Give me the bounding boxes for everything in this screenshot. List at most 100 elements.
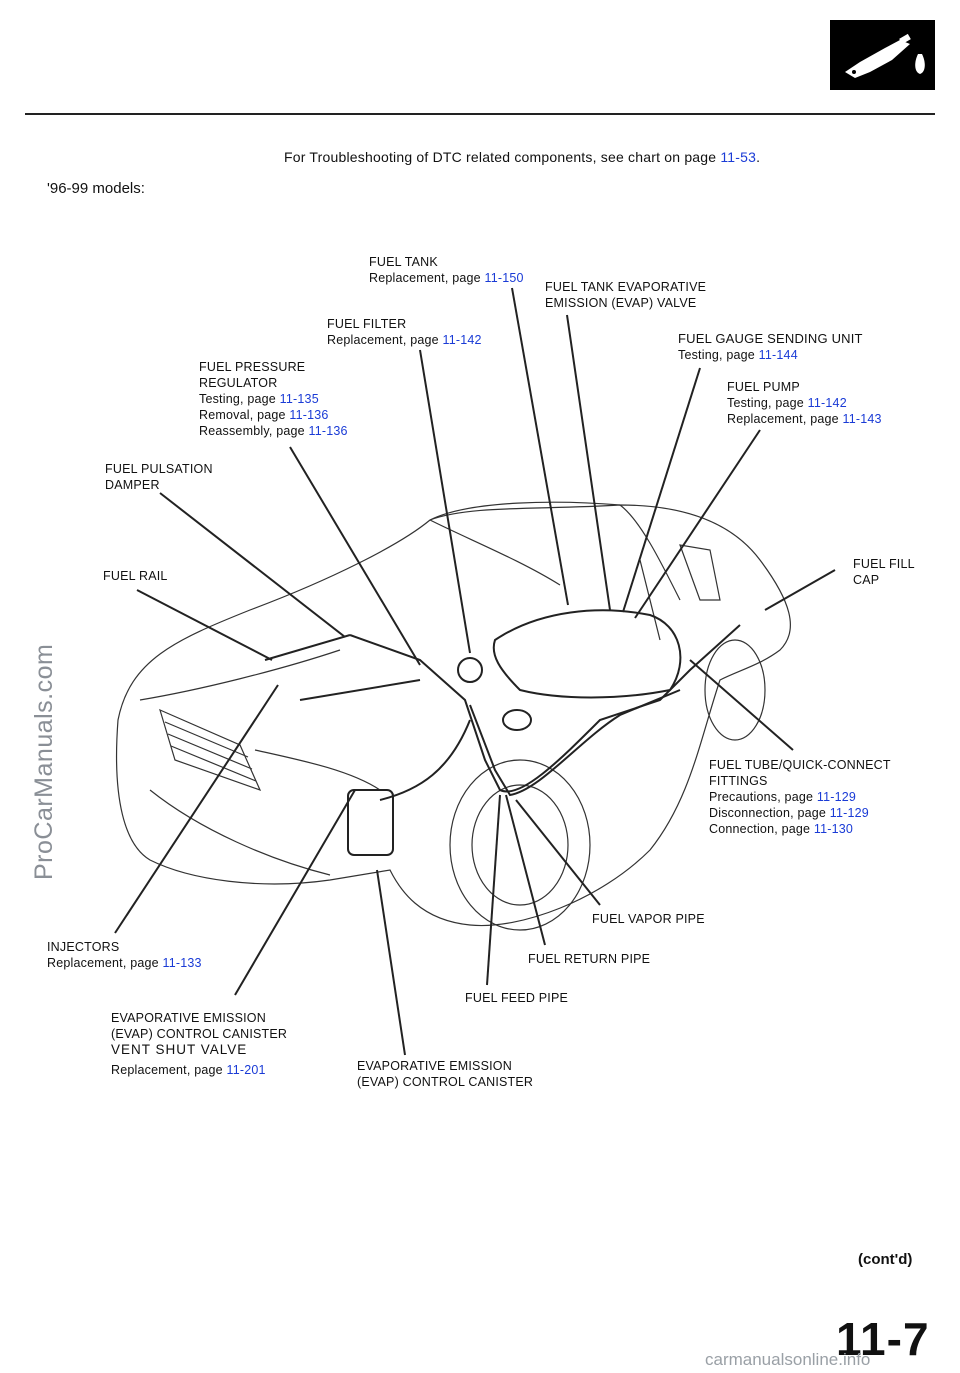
watermark-text: ProCarManuals.com	[30, 643, 58, 880]
page-link-dtc-chart[interactable]: 11-53	[720, 149, 757, 165]
hood-line	[139, 649, 341, 701]
canister-label: EVAPORATIVE EMISSION (EVAP) CONTROL CANI…	[357, 1058, 533, 1090]
page-number: 11-7	[836, 1313, 930, 1365]
leader-pump	[634, 429, 761, 619]
leader-injectors	[114, 684, 279, 934]
page-link-fuel-filter[interactable]: 11-142	[442, 333, 482, 347]
door-line	[639, 559, 661, 641]
fuel-line-main	[349, 624, 741, 793]
leader-filter	[419, 349, 471, 654]
roof-line	[429, 501, 621, 521]
leader-gauge	[622, 367, 701, 613]
front-wheel-inner	[471, 784, 569, 906]
pressure-regulator-label: FUEL PRESSURE REGULATOR Testing, page 11…	[199, 359, 348, 439]
page-link-fuel-tank[interactable]: 11-150	[484, 271, 524, 285]
fuel-pump-title: FUEL PUMP	[727, 380, 800, 394]
leader-return	[505, 794, 546, 946]
fittings-disconnection: Disconnection, page	[709, 806, 827, 820]
fuel-tank-label: FUEL TANK Replacement, page 11-150	[369, 254, 524, 286]
pressure-reg-title2: REGULATOR	[199, 376, 278, 390]
fuel-tank-title: FUEL TANK	[369, 255, 438, 269]
return-pipe-label: FUEL RETURN PIPE	[528, 952, 651, 966]
injectors-title: INJECTORS	[47, 940, 120, 954]
fittings-title2: FITTINGS	[709, 774, 768, 788]
fuel-filter-label: FUEL FILTER Replacement, page 11-142	[327, 316, 482, 348]
car-body-outline	[115, 504, 791, 927]
page-link-reg-removal[interactable]: 11-136	[289, 408, 329, 422]
page-link-fittings-disconnection[interactable]: 11-129	[829, 806, 869, 820]
gauge-unit-label: FUEL GAUGE SENDING UNIT Testing, page 11…	[678, 331, 863, 363]
page-link-injectors[interactable]: 11-133	[162, 956, 202, 970]
page-link-pump-replacement[interactable]: 11-143	[842, 412, 882, 426]
leader-canister	[376, 869, 406, 1056]
fittings-precautions: Precautions, page	[709, 790, 814, 804]
pressure-reg-title1: FUEL PRESSURE	[199, 360, 306, 374]
leader-pressure-reg	[289, 446, 421, 666]
page-link-fittings-precautions[interactable]: 11-129	[816, 790, 857, 804]
fuel-tank	[492, 609, 682, 699]
canister-body	[347, 789, 394, 856]
page-link-shut-valve[interactable]: 11-201	[226, 1063, 266, 1077]
page-link-reg-reassembly[interactable]: 11-136	[308, 424, 348, 438]
shut-valve-line: Replacement, page	[111, 1063, 223, 1077]
fuel-nozzle-icon	[845, 33, 925, 78]
fittings-connection: Connection, page	[709, 822, 811, 836]
leader-rail	[136, 589, 273, 661]
header-rule	[25, 113, 935, 115]
leader-evap-valve	[566, 314, 611, 611]
fill-cap-label: FUEL FILL CAP	[853, 556, 915, 588]
rear-wheel	[704, 639, 766, 741]
shut-valve-label: EVAPORATIVE EMISSION (EVAP) CONTROL CANI…	[111, 1010, 287, 1078]
leader-tank	[511, 287, 569, 606]
fill-cap-title2: CAP	[853, 573, 880, 587]
troubleshooting-note: For Troubleshooting of DTC related compo…	[284, 149, 760, 165]
fuel-rail-label: FUEL RAIL	[103, 569, 168, 583]
fittings-title1: FUEL TUBE/QUICK-CONNECT	[709, 758, 891, 772]
models-heading: '96-99 models:	[47, 180, 145, 197]
canister-title2: (EVAP) CONTROL CANISTER	[357, 1075, 534, 1089]
rear-window	[619, 504, 681, 601]
leader-pulsation	[159, 492, 346, 638]
leader-fittings	[689, 659, 794, 751]
leader-feed	[486, 794, 501, 986]
grille	[159, 708, 262, 792]
shut-valve-title3: VENT SHUT VALVE	[111, 1042, 248, 1057]
page-link-fittings-connection[interactable]: 11-130	[813, 822, 854, 836]
feed-pipe-label: FUEL FEED PIPE	[465, 991, 569, 1005]
headlight	[254, 749, 381, 791]
pressure-reg-testing: Testing, page	[199, 392, 276, 406]
shut-valve-title2: (EVAP) CONTROL CANISTER	[111, 1027, 288, 1041]
pressure-reg-removal: Removal, page	[199, 408, 286, 422]
continued-label: (cont'd)	[858, 1251, 913, 1268]
pulsation-title2: DAMPER	[105, 478, 160, 492]
vent-valve-body	[502, 709, 532, 731]
site-footer: carmanualsonline.info	[705, 1350, 871, 1369]
fuel-line-second	[469, 689, 681, 797]
fuel-tank-line: Replacement, page	[369, 271, 481, 285]
evap-valve-title2: EMISSION (EVAP) VALVE	[545, 296, 697, 310]
fuel-pump-label: FUEL PUMP Testing, page 11-142 Replaceme…	[727, 379, 882, 427]
page-link-reg-testing[interactable]: 11-135	[279, 392, 319, 406]
fuel-filter-line: Replacement, page	[327, 333, 439, 347]
leader-shut-valve	[234, 789, 356, 996]
filter-body	[457, 657, 483, 683]
canister-line	[379, 719, 471, 801]
injectors-line: Replacement, page	[47, 956, 159, 970]
fuel-rail-upper	[264, 634, 351, 661]
windshield	[429, 519, 561, 586]
page-link-gauge-unit[interactable]: 11-144	[758, 348, 798, 362]
page-link-pump-testing[interactable]: 11-142	[807, 396, 847, 410]
fuel-pump-testing: Testing, page	[727, 396, 804, 410]
evap-valve-title1: FUEL TANK EVAPORATIVE	[545, 280, 707, 294]
shut-valve-title1: EVAPORATIVE EMISSION	[111, 1011, 266, 1025]
bumper-line	[149, 789, 331, 876]
fill-cap-title1: FUEL FILL	[853, 557, 915, 571]
pulsation-title1: FUEL PULSATION	[105, 462, 213, 476]
side-window	[679, 544, 721, 601]
pulsation-damper-label: FUEL PULSATION DAMPER	[105, 461, 213, 493]
troubleshooting-end: .	[756, 149, 761, 165]
fuel-pump-replacement: Replacement, page	[727, 412, 839, 426]
gauge-unit-line: Testing, page	[678, 348, 755, 362]
front-wheel	[449, 759, 591, 931]
